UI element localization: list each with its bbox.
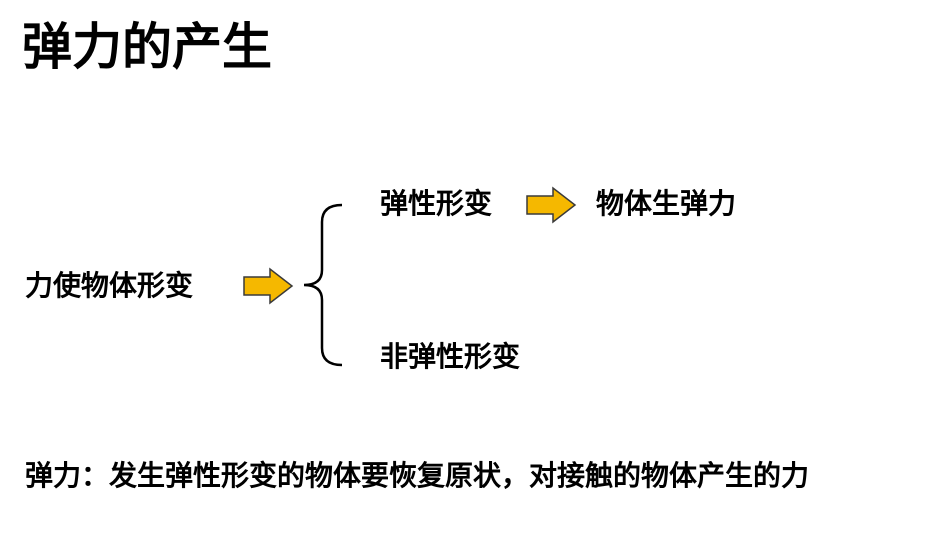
source-label: 力使物体形变: [25, 269, 194, 302]
page-title: 弹力的产生: [22, 18, 272, 76]
definition-text: 弹力：发生弹性形变的物体要恢复原状，对接触的物体产生的力: [25, 459, 810, 492]
arrow-right-icon-source: [243, 267, 294, 305]
curly-brace: [303, 203, 343, 367]
inelastic-deformation-label: 非弹性形变: [380, 340, 521, 373]
elastic-deformation-label: 弹性形变: [380, 187, 493, 220]
elastic-force-result-label: 物体生弹力: [596, 187, 737, 220]
arrow-right-icon-elastic: [526, 186, 577, 224]
